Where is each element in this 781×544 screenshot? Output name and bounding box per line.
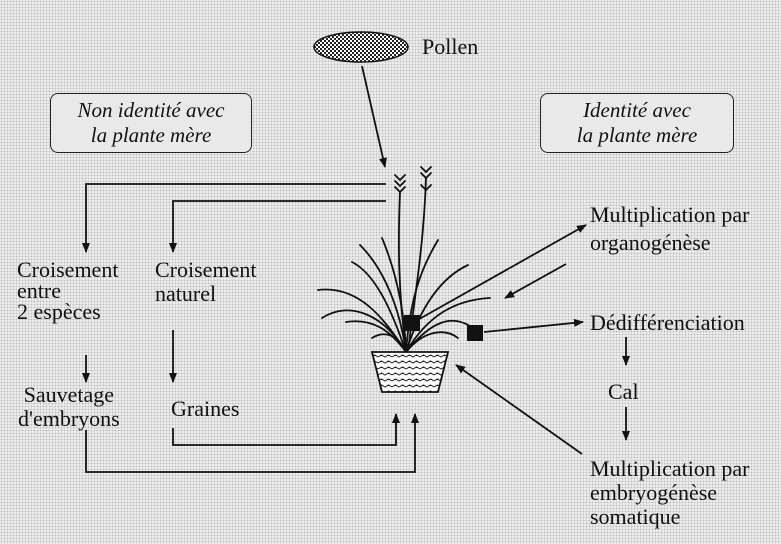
croisement-naturel-line2: naturel xyxy=(155,282,256,306)
sauvetage-line1: Sauvetage xyxy=(18,383,120,407)
box-non-identity-line1: Non identité avec xyxy=(51,98,251,123)
croisement-especes-line2: entre xyxy=(17,282,118,300)
box-non-identity-line2: la plante mère xyxy=(51,123,251,148)
cal-label: Cal xyxy=(608,380,639,404)
pollen-grain xyxy=(314,32,408,62)
sauvetage-line2: d'embryons xyxy=(18,407,120,431)
croisement-naturel-line1: Croisement xyxy=(155,258,256,282)
multiplication-embryo-line2: embryogénèse xyxy=(590,481,749,505)
explant-square-1 xyxy=(404,315,420,331)
box-identity-line1: Identité avec xyxy=(541,98,733,123)
box-non-identity: Non identité avec la plante mère xyxy=(50,93,252,153)
box-identity: Identité avec la plante mère xyxy=(540,93,734,153)
multiplication-embryo-line1: Multiplication par xyxy=(590,457,749,481)
multiplication-embryo-line3: somatique xyxy=(590,505,749,529)
multiplication-embryogenese-label: Multiplication par embryogénèse somatiqu… xyxy=(590,457,749,529)
box-identity-line2: la plante mère xyxy=(541,123,733,148)
pot xyxy=(372,352,448,392)
multiplication-organogenese-label: Multiplication par organogénèse xyxy=(590,203,749,255)
croisement-naturel-label: Croisement naturel xyxy=(155,258,256,306)
graines-label: Graines xyxy=(171,397,239,421)
pollen-label: Pollen xyxy=(422,35,478,59)
sauvetage-label: Sauvetage d'embryons xyxy=(18,383,120,431)
wheat-ear-left xyxy=(395,175,405,192)
croisement-especes-line3: 2 espèces xyxy=(17,300,118,324)
explant-square-2 xyxy=(467,325,483,341)
multiplication-organo-line1: Multiplication par xyxy=(590,203,749,227)
dedifferenciation-label: Dédifférenciation xyxy=(590,311,745,335)
croisement-especes-label: Croisement entre 2 espèces xyxy=(17,258,118,324)
multiplication-organo-line2: organogénèse xyxy=(590,231,749,255)
